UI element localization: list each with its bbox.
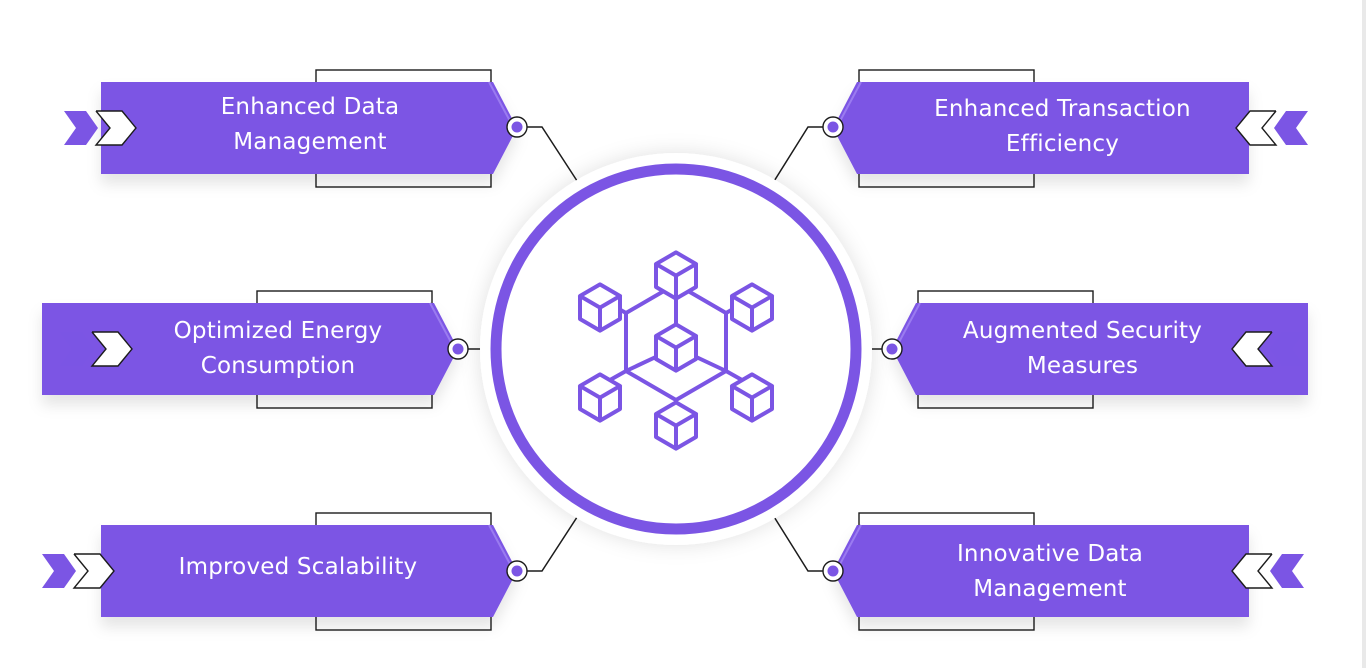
- chevron-outline-icon: [90, 331, 133, 367]
- chevron-outline-icon: [1231, 553, 1274, 589]
- chevron-outline-icon: [1235, 110, 1278, 146]
- chevron-left-icon: [1270, 332, 1304, 366]
- dot-top-right: [822, 116, 844, 138]
- cube-icon: [654, 250, 698, 301]
- benefit-label-bottom-left: Improved Scalability: [128, 550, 468, 585]
- banner-mid-right: [892, 291, 1308, 408]
- banner-mid-left: [42, 291, 458, 408]
- label-line: Improved Scalability: [178, 554, 418, 580]
- chevron-left-icon: [1270, 554, 1304, 588]
- benefit-label-bottom-right: Innovative Data Management: [900, 537, 1200, 607]
- dot-bottom-right: [822, 560, 844, 582]
- cube-icon: [654, 322, 698, 373]
- dot-bottom-left: [506, 560, 528, 582]
- chevron-outline-icon: [1231, 331, 1274, 367]
- dot-top-left: [506, 116, 528, 138]
- banner-top-right: [833, 70, 1308, 187]
- banner-top-left: [64, 70, 517, 187]
- chevron-outline-icon: [72, 553, 115, 589]
- label-line: Management: [973, 576, 1127, 602]
- cube-icon: [578, 372, 622, 423]
- dot-mid-left: [447, 338, 469, 360]
- connector-dots: [447, 116, 903, 582]
- benefit-label-mid-left: Optimized Energy Consumption: [128, 314, 428, 384]
- cube-icon: [730, 372, 774, 423]
- chevron-right-icon: [42, 554, 76, 588]
- label-line: Consumption: [200, 353, 356, 379]
- label-line: Enhanced Transaction: [934, 96, 1191, 122]
- chevron-right-icon: [64, 111, 98, 145]
- cube-icon: [654, 400, 698, 451]
- chevron-left-icon: [1274, 111, 1308, 145]
- label-line: Optimized Energy: [173, 318, 383, 344]
- cube-icon: [578, 282, 622, 333]
- cube-nodes: [578, 250, 774, 451]
- label-line: Management: [233, 129, 387, 155]
- benefit-label-top-right: Enhanced Transaction Efficiency: [890, 92, 1235, 162]
- banner-bottom-right: [833, 513, 1304, 630]
- label-line: Enhanced Data: [220, 94, 400, 120]
- label-line: Efficiency: [1005, 131, 1120, 157]
- cube-icon: [730, 282, 774, 333]
- label-line: Measures: [1026, 353, 1139, 379]
- chevron-outline-icon: [94, 110, 137, 146]
- label-line: Innovative Data: [956, 541, 1144, 567]
- benefit-label-mid-right: Augmented Security Measures: [930, 314, 1235, 384]
- chevron-right-icon: [60, 332, 94, 366]
- label-line: Augmented Security: [962, 318, 1203, 344]
- benefit-label-top-left: Enhanced Data Management: [160, 90, 460, 160]
- banner-bottom-left: [42, 513, 517, 630]
- scrollbar[interactable]: [1362, 0, 1366, 668]
- dot-mid-right: [881, 338, 903, 360]
